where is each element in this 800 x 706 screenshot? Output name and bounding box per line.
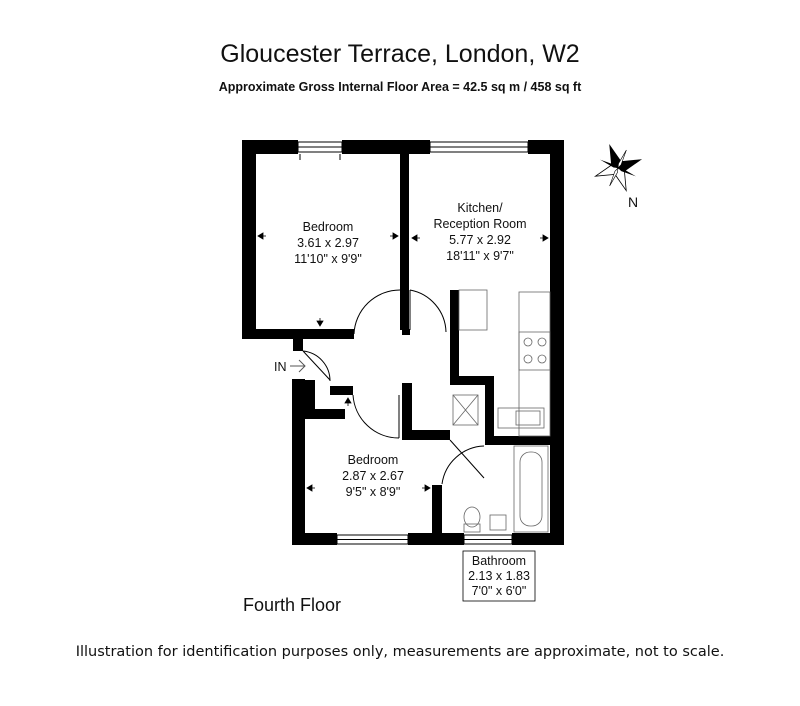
door-kitchen <box>409 289 447 333</box>
wall-kitchen-left <box>450 290 459 385</box>
kitchen-counter <box>518 291 551 437</box>
room-imperial: 9'5" x 8'9" <box>346 485 401 499</box>
wall-cupboard-left <box>305 380 315 418</box>
room-bedroom-2: Bedroom 2.87 x 2.67 9'5" x 8'9" <box>342 453 404 499</box>
wall-left-upper <box>242 140 256 335</box>
doors <box>302 289 485 485</box>
wall-bottom-left <box>292 533 337 545</box>
room-imperial: 7'0" x 6'0" <box>472 584 527 598</box>
entrance-arrow-icon <box>290 359 306 373</box>
room-name: Bathroom <box>472 554 526 568</box>
sink-icon <box>497 407 545 429</box>
wall-top-mid <box>342 140 430 154</box>
floor-label: Fourth Floor <box>243 595 342 615</box>
room-imperial: 11'10" x 9'9" <box>294 252 362 266</box>
wall-kitchen-bottom <box>450 376 493 385</box>
room-name: Bedroom <box>303 220 354 234</box>
wall-right <box>550 140 564 545</box>
wall-bathroom-top <box>485 436 550 445</box>
entrance-label: IN <box>274 360 287 374</box>
disclaimer: Illustration for identification purposes… <box>75 644 725 660</box>
compass-rose-icon <box>593 143 643 193</box>
floor-area-subtitle: Approximate Gross Internal Floor Area = … <box>218 80 582 94</box>
wall-bedroom-bottom <box>242 329 354 339</box>
room-metric: 2.87 x 2.67 <box>342 469 404 483</box>
wall-bottom-mid <box>408 533 464 545</box>
room-bedroom-1: Bedroom 3.61 x 2.97 11'10" x 9'9" <box>294 220 362 266</box>
wall-stub <box>402 329 410 335</box>
wall-bathroom-left <box>432 485 442 543</box>
room-metric: 3.61 x 2.97 <box>297 236 359 250</box>
door-bathroom <box>449 439 485 479</box>
room-imperial: 18'11" x 9'7" <box>446 249 514 263</box>
door-entrance <box>302 350 331 382</box>
wall-inner-horizontal <box>402 430 450 440</box>
room-name: Kitchen/ <box>457 201 503 215</box>
door-bedroom-lower <box>352 394 400 439</box>
bathtub-icon <box>513 445 549 533</box>
wall-bottom-right <box>512 533 564 545</box>
room-name-line2: Reception Room <box>433 217 526 231</box>
room-metric: 5.77 x 2.92 <box>449 233 511 247</box>
hob <box>518 331 551 371</box>
room-metric: 2.13 x 1.83 <box>468 569 530 583</box>
toilet-icon <box>463 506 481 528</box>
walls <box>242 140 564 545</box>
kitchen-unit <box>458 289 488 331</box>
wall-inner-upper <box>402 383 412 439</box>
basin-icon <box>489 514 507 531</box>
dimension-markers <box>257 232 549 492</box>
compass-north-label: N <box>628 194 638 210</box>
wall-cupboard-top <box>330 386 353 395</box>
room-kitchen-reception: Kitchen/ Reception Room 5.77 x 2.92 18'1… <box>433 201 526 263</box>
cupboard-crossed <box>452 394 479 426</box>
windows <box>297 141 529 545</box>
plan-title: Gloucester Terrace, London, W2 <box>220 40 580 68</box>
door-bedroom-top <box>353 289 401 335</box>
wall-left-lower <box>292 379 305 545</box>
wall-cupboard-bottom <box>305 409 345 419</box>
wall-partition <box>400 152 409 330</box>
bathroom-label-box <box>462 550 536 602</box>
room-bathroom: Bathroom 2.13 x 1.83 7'0" x 6'0" <box>462 550 536 602</box>
kitchen-fixtures <box>452 289 551 437</box>
wall-entry-top <box>293 337 303 351</box>
hob-ring-icon <box>523 337 533 347</box>
bathroom-fixtures <box>463 445 549 533</box>
room-name: Bedroom <box>348 453 399 467</box>
wall-kitchen-vertical <box>485 376 494 440</box>
